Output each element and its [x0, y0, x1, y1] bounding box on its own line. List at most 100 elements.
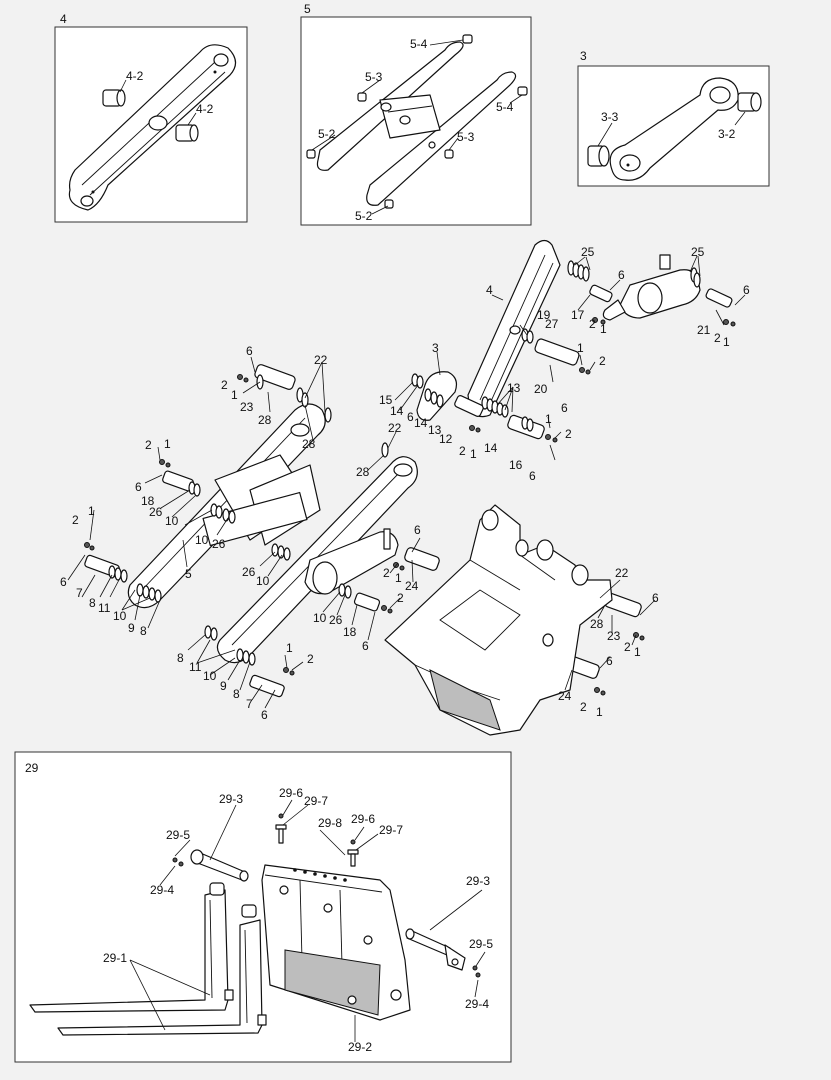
- pin-17: [589, 284, 613, 303]
- pin-12: [454, 395, 484, 417]
- label-26b: 26: [212, 537, 226, 551]
- label-28c: 28: [356, 465, 370, 479]
- label-2i: 2: [383, 566, 390, 580]
- label-22b: 22: [388, 421, 402, 435]
- label-7b: 7: [246, 697, 253, 711]
- label-18a: 18: [141, 494, 155, 508]
- main-assembly: 25 25 6 6 4 17 2 1 21 2 1 19 27 1 2 20 6…: [60, 239, 750, 736]
- pin-18b: [353, 592, 381, 612]
- box-label-5: 5: [304, 2, 311, 16]
- label-2e: 2: [565, 427, 572, 441]
- bushing-4-2a: [102, 89, 126, 107]
- label-19: 19: [537, 308, 551, 322]
- label-18b: 18: [343, 625, 357, 639]
- pin-5-3a: [357, 92, 367, 102]
- label-1c: 1: [577, 341, 584, 355]
- label-28d: 28: [590, 617, 604, 631]
- label-10d: 10: [256, 574, 270, 588]
- leader-lines: [67, 255, 746, 709]
- label-4: 4: [486, 283, 493, 297]
- detail-box-3: 3 3-3 3-2: [577, 49, 770, 187]
- label-14b: 14: [414, 416, 428, 430]
- label-1d: 1: [470, 447, 477, 461]
- label-1e: 1: [545, 412, 552, 426]
- label-8b: 8: [140, 624, 147, 638]
- label-1h: 1: [88, 504, 95, 518]
- label-6k: 6: [652, 591, 659, 605]
- label-2g: 2: [145, 438, 152, 452]
- tilt-cylinder: [602, 254, 701, 321]
- label-28a: 28: [258, 413, 272, 427]
- label-29-7b: 29-7: [379, 823, 403, 837]
- label-1m: 1: [286, 641, 293, 655]
- label-2d: 2: [459, 444, 466, 458]
- label-6c: 6: [561, 401, 568, 415]
- label-29-3a: 29-3: [219, 792, 243, 806]
- label-3-3: 3-3: [601, 110, 619, 124]
- label-6e: 6: [529, 469, 536, 483]
- label-14c: 14: [484, 441, 498, 455]
- label-5-2b: 5-2: [355, 209, 373, 223]
- pin-24a: [404, 547, 440, 571]
- label-29-6a: 29-6: [279, 786, 303, 800]
- label-5-4a: 5-4: [410, 37, 428, 51]
- label-6h: 6: [60, 575, 67, 589]
- label-13a: 13: [507, 381, 521, 395]
- bushing-3-2: [737, 92, 762, 112]
- label-1a: 1: [600, 322, 607, 336]
- label-6j: 6: [362, 639, 369, 653]
- pin-23a: [254, 364, 296, 390]
- label-29-4a: 29-4: [150, 883, 174, 897]
- label-22a: 22: [314, 353, 328, 367]
- label-6m: 6: [261, 708, 268, 722]
- label-10c: 10: [113, 609, 127, 623]
- label-23a: 23: [240, 400, 254, 414]
- label-3-2: 3-2: [718, 127, 736, 141]
- label-1k: 1: [634, 645, 641, 659]
- label-2a: 2: [589, 317, 596, 331]
- label-11a: 11: [98, 601, 111, 615]
- label-10b: 10: [195, 533, 209, 547]
- label-22c: 22: [615, 566, 629, 580]
- label-17: 17: [571, 308, 585, 322]
- bushing-4-2b: [175, 124, 199, 142]
- label-20: 20: [534, 382, 548, 396]
- bolts: [172, 813, 481, 978]
- detail-box-29: 29: [14, 751, 512, 1063]
- label-10e: 10: [313, 611, 327, 625]
- label-24a: 24: [405, 579, 419, 593]
- label-2k: 2: [624, 640, 631, 654]
- lift-arm-frame: [127, 403, 418, 664]
- lift-cylinder: [304, 528, 399, 595]
- label-28b: 28: [302, 437, 316, 451]
- label-27: 27: [545, 317, 559, 331]
- label-6f: 6: [246, 344, 253, 358]
- label-25a: 25: [581, 245, 595, 259]
- label-8c: 8: [177, 651, 184, 665]
- label-12: 12: [439, 432, 453, 446]
- label-7a: 7: [76, 586, 83, 600]
- pin-20: [534, 338, 580, 366]
- fork-tines: [29, 882, 267, 1036]
- label-8a: 8: [89, 596, 96, 610]
- label-3: 3: [432, 341, 439, 355]
- box-label-29: 29: [25, 761, 39, 775]
- fasteners: [84, 317, 736, 696]
- fork-carriage: [261, 864, 411, 1021]
- lift-arm-link: [68, 44, 237, 211]
- label-26d: 26: [329, 613, 343, 627]
- label-16: 16: [509, 458, 523, 472]
- hinge-pin-right: [405, 928, 466, 971]
- label-6l: 6: [606, 654, 613, 668]
- label-1g: 1: [164, 437, 171, 451]
- pin-21: [705, 288, 733, 308]
- label-5-2a: 5-2: [318, 127, 336, 141]
- label-1f: 1: [231, 388, 238, 402]
- label-4-2b: 4-2: [196, 102, 214, 116]
- label-15: 15: [379, 393, 393, 407]
- box-label-3: 3: [580, 49, 587, 63]
- pin-5-2a: [306, 149, 316, 159]
- bushing-3-3: [587, 145, 610, 167]
- label-5-3a: 5-3: [365, 70, 383, 84]
